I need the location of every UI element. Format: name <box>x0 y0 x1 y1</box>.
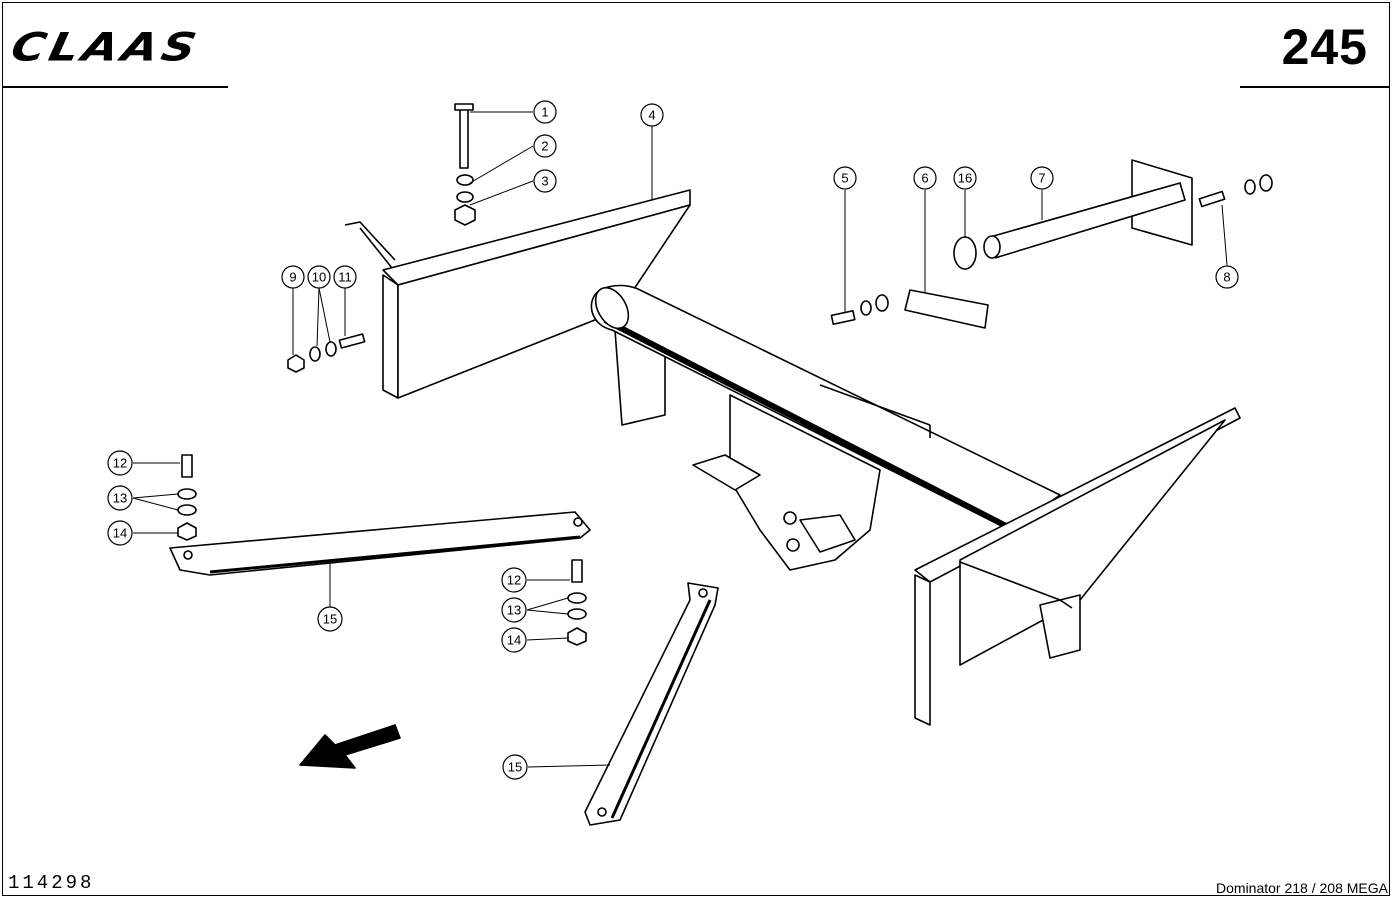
main-cross-tube <box>590 284 1061 531</box>
header-rule-left <box>2 86 228 88</box>
svg-text:4: 4 <box>648 108 655 123</box>
callout-16: 16 <box>953 166 977 190</box>
svg-text:15: 15 <box>508 760 522 775</box>
plate-6 <box>904 289 989 329</box>
callout-11: 11 <box>333 265 357 289</box>
callout-3: 3 <box>533 169 557 193</box>
svg-text:3: 3 <box>541 174 548 189</box>
svg-text:8: 8 <box>1223 270 1230 285</box>
callout-13-upper: 13 <box>107 485 133 511</box>
callout-4: 4 <box>640 103 664 127</box>
svg-text:5: 5 <box>841 171 848 186</box>
callout-12-lower: 12 <box>501 567 527 593</box>
svg-text:11: 11 <box>338 270 352 285</box>
svg-text:15: 15 <box>323 612 337 627</box>
header-rule-right <box>1240 86 1390 88</box>
direction-arrow-icon <box>299 724 401 769</box>
svg-text:1: 1 <box>541 105 548 120</box>
side-frame-right <box>914 407 1241 726</box>
page-number: 245 <box>1281 19 1368 75</box>
drawing-number: 114298 <box>8 872 95 894</box>
callout-9: 9 <box>281 265 305 289</box>
callout-14-upper: 14 <box>107 520 133 546</box>
svg-text:6: 6 <box>921 171 928 186</box>
centre-bracket <box>692 384 931 571</box>
callout-10: 10 <box>307 265 331 289</box>
svg-text:2: 2 <box>541 139 548 154</box>
callout-7: 7 <box>1030 166 1054 190</box>
callout-6: 6 <box>913 166 937 190</box>
svg-text:13: 13 <box>113 491 127 506</box>
tube-7 <box>983 159 1193 259</box>
callout-13-lower: 13 <box>501 597 527 623</box>
svg-text:9: 9 <box>289 270 296 285</box>
callout-15-lower: 15 <box>502 754 528 780</box>
model-label: Dominator 218 / 208 MEGA <box>1216 880 1388 896</box>
svg-text:14: 14 <box>507 633 521 648</box>
callout-12-upper: 12 <box>107 450 133 476</box>
svg-text:16: 16 <box>958 171 972 186</box>
leader-lines <box>132 111 1228 768</box>
strut-horizontal <box>169 511 591 576</box>
callout-2: 2 <box>533 134 557 158</box>
svg-text:10: 10 <box>312 270 326 285</box>
callout-1: 1 <box>533 100 557 124</box>
callout-8: 8 <box>1215 265 1239 289</box>
svg-text:7: 7 <box>1038 171 1045 186</box>
ring-16 <box>953 236 977 270</box>
svg-text:12: 12 <box>113 456 127 471</box>
strut-diagonal <box>584 582 719 826</box>
svg-text:12: 12 <box>507 573 521 588</box>
svg-text:13: 13 <box>507 603 521 618</box>
callout-15-upper: 15 <box>317 606 343 632</box>
callout-14-lower: 14 <box>501 627 527 653</box>
svg-text:14: 14 <box>113 526 127 541</box>
callout-5: 5 <box>833 166 857 190</box>
